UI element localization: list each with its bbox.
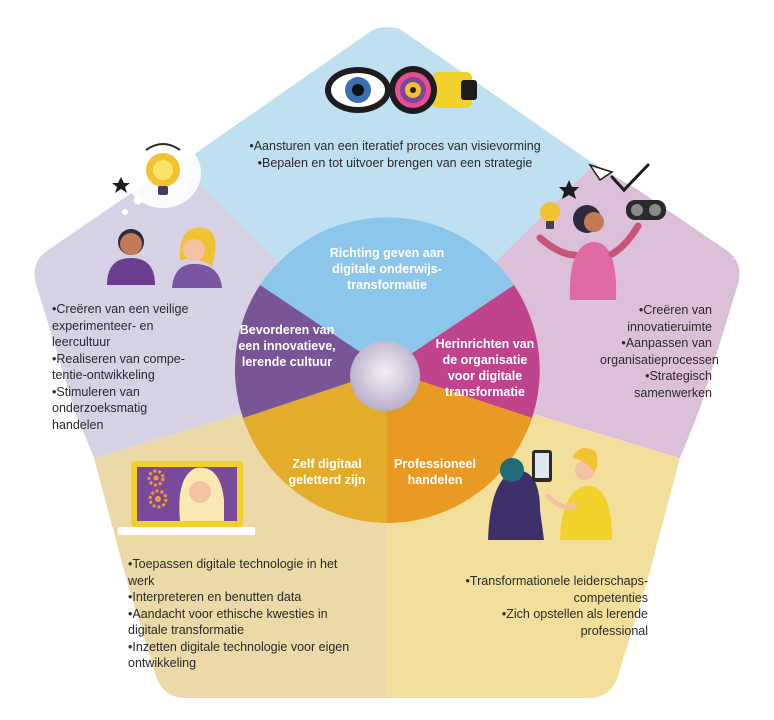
top-bullet-item: Aansturen van een iteratief proces van v…	[240, 138, 550, 155]
right-bullet-item: Aanpassen van organisatieprocessen	[600, 335, 719, 368]
wheel-segment-cultuur	[234, 285, 387, 418]
sector-top	[180, 27, 594, 370]
right-bullet-list: Creëren van innovatieruimte Aanpassen va…	[600, 302, 719, 401]
left-bullet-item: Creëren van een veilige experimenteer- e…	[52, 301, 192, 351]
eye-binoculars-icon	[325, 66, 477, 114]
wheel-label-professioneel: Professioneel handelen	[394, 457, 476, 487]
top-bullet-item: Bepalen en tot uitvoer brengen van een s…	[240, 155, 550, 172]
bottom-right-bullet-item: Zich opstellen als lerende professional	[448, 606, 648, 639]
bottom-left-bullet-item: Aandacht voor ethische kwesties in digit…	[128, 606, 358, 639]
right-bullet-item: Strategisch samenwerken	[600, 368, 712, 401]
center-wheel	[234, 217, 540, 523]
bottom-right-bullet-list: Transformationele leiderschaps- competen…	[448, 573, 648, 639]
bottom-left-bullet-list: Toepassen digitale technologie in het we…	[128, 556, 358, 672]
wheel-segment-herinrichten	[387, 285, 540, 418]
people-thinking-icon	[107, 138, 222, 288]
bottom-right-bullet-item: Transformationele leiderschaps- competen…	[448, 573, 648, 606]
bottom-left-bullet-item: Inzetten digitale technologie voor eigen…	[128, 639, 358, 672]
wheel-segment-richting	[260, 217, 514, 370]
bottom-left-bullet-item: Interpreteren en benutten data	[128, 589, 358, 606]
wheel-label-herinrichten: Herinrichten van de organisatie voor dig…	[435, 337, 535, 399]
wheel-label-richting: Richting geven aan digitale onderwijs- t…	[329, 246, 445, 292]
top-bullet-list: Aansturen van een iteratief proces van v…	[240, 138, 550, 171]
laptop-gears-icon	[118, 461, 255, 535]
people-tablet-icon	[488, 448, 612, 540]
wheel-label-geletterd: Zelf digitaal geletterd zijn	[288, 457, 366, 487]
bottom-left-bullet-item: Toepassen digitale technologie in het we…	[128, 556, 358, 589]
right-bullet-item: Creëren van innovatieruimte	[600, 302, 712, 335]
person-juggling-icon	[536, 163, 666, 300]
wheel-segment-geletterd	[243, 370, 387, 523]
wheel-hub	[350, 341, 420, 411]
left-bullet-item: Realiseren van compe- tentie-ontwikkelin…	[52, 351, 192, 384]
wheel-label-cultuur: Bevorderen van een innovatieve, lerende …	[238, 323, 336, 369]
left-bullet-list: Creëren van een veilige experimenteer- e…	[52, 301, 192, 433]
left-bullet-item: Stimuleren van onderzoeksmatig handelen	[52, 384, 192, 434]
wheel-segment-professioneel	[387, 370, 532, 523]
